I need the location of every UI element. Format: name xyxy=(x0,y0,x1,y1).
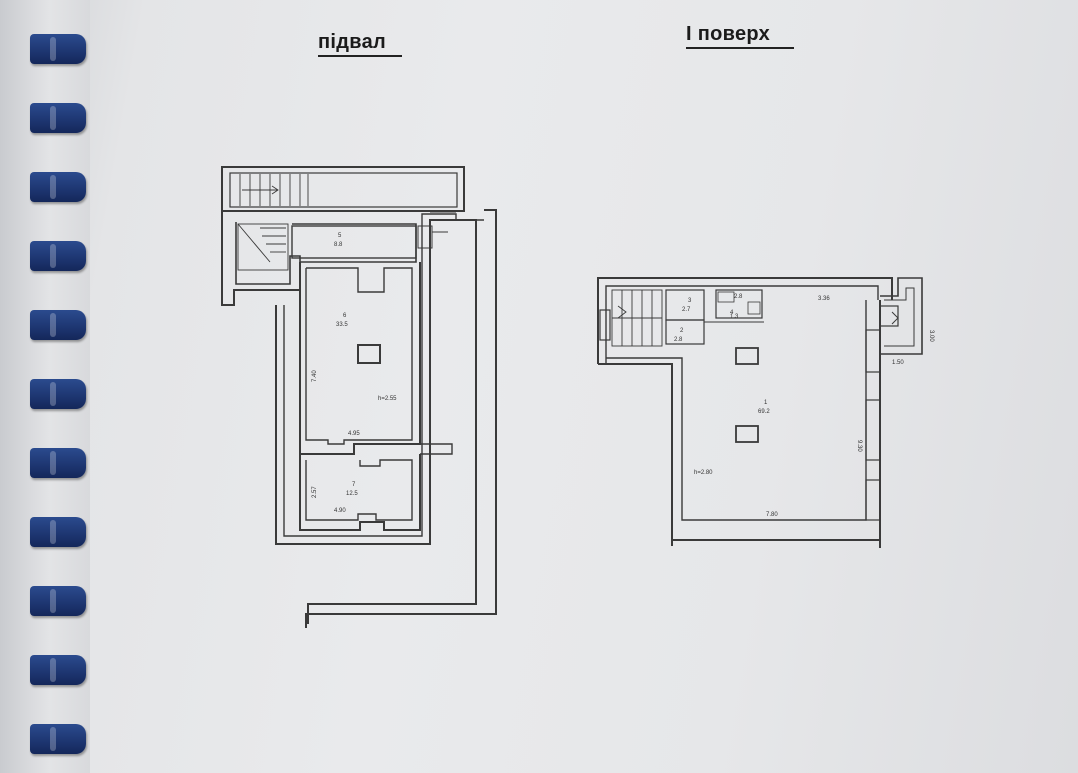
spiral-binding xyxy=(0,0,90,773)
first-floor-labels: 1 69.2 2 2.8 3 2.7 4 1.3 2.8 3.36 9.30 7… xyxy=(674,294,934,518)
floor1-room-2 xyxy=(665,319,705,345)
basement-column xyxy=(357,344,381,364)
basement-labels: 5 8.8 6 33.5 7 12.5 7.40 4.95 4.90 2.57 … xyxy=(312,233,397,514)
binding-ring xyxy=(30,241,86,271)
basement-room-number: 7 xyxy=(352,482,356,488)
binding-ring xyxy=(30,517,86,547)
floor1-window xyxy=(865,329,881,373)
basement-outer-stair-block xyxy=(221,166,465,212)
basement-title-underline xyxy=(318,55,402,57)
basement-room-6-inner xyxy=(305,267,413,445)
floor1-porch-dim-bottom: 1.50 xyxy=(892,360,904,366)
floor1-window xyxy=(599,309,611,341)
basement-foundation-inner xyxy=(283,213,484,537)
floor1-room-number: 3 xyxy=(688,298,692,304)
floor1-window xyxy=(865,479,881,521)
basement-plan xyxy=(221,166,497,628)
floor1-height: h=2.80 xyxy=(694,470,713,476)
basement-dim-width-bottom: 4.90 xyxy=(334,508,346,514)
floor1-room-area: 69.2 xyxy=(758,409,770,415)
floor1-room-number: 4 xyxy=(730,310,734,316)
basement-room-area: 8.8 xyxy=(334,242,343,248)
binding-ring xyxy=(30,103,86,133)
floor1-window xyxy=(865,399,881,461)
basement-outer-wall xyxy=(305,209,497,628)
floor1-porch-dim: 3.00 xyxy=(928,330,934,342)
basement-inner-stair xyxy=(237,223,289,271)
basement-height: h=2.55 xyxy=(378,396,397,402)
basement-room-area: 33.5 xyxy=(336,322,348,328)
floor1-room-area: 1.3 xyxy=(730,314,739,320)
basement-room-number: 5 xyxy=(338,233,342,239)
floor1-dim-top: 3.36 xyxy=(818,296,830,302)
basement-room-number: 6 xyxy=(343,313,347,319)
first-floor-plan xyxy=(597,277,923,548)
floor1-room-area: 2.7 xyxy=(682,307,691,313)
floor1-wall xyxy=(672,300,881,541)
basement-room-7-inner xyxy=(305,459,413,521)
basement-vent xyxy=(417,225,433,249)
basement-dim-length: 7.40 xyxy=(312,370,318,382)
floor1-entry-arrow xyxy=(891,311,899,325)
floor1-stair xyxy=(611,289,663,347)
floor1-room-4 xyxy=(715,289,763,319)
basement-room-area: 12.5 xyxy=(346,491,358,497)
basement-dim-room7: 2.57 xyxy=(312,486,318,498)
binding-ring xyxy=(30,586,86,616)
floor1-sink xyxy=(717,291,735,303)
floor1-column xyxy=(735,425,759,443)
binding-ring xyxy=(30,724,86,754)
first-floor-title-underline xyxy=(686,47,794,49)
binding-ring xyxy=(30,448,86,478)
floor1-entrance-door xyxy=(879,305,899,327)
binding-ring xyxy=(30,34,86,64)
basement-room-7 xyxy=(299,454,421,531)
basement-foundation xyxy=(275,219,477,624)
floor1-porch xyxy=(880,277,923,355)
basement-title: підвал xyxy=(318,31,386,53)
binding-ring xyxy=(30,310,86,340)
binding-ring xyxy=(30,172,86,202)
floor1-wc-area: 2.8 xyxy=(734,294,743,300)
floor1-porch-steps xyxy=(884,287,915,347)
floor1-outer-wall-inner xyxy=(605,285,879,364)
binding-ring xyxy=(30,379,86,409)
binding-ring xyxy=(30,655,86,685)
floor1-room-3 xyxy=(665,289,705,321)
floor1-wall xyxy=(598,363,673,540)
basement-outer-stair-inner xyxy=(229,172,458,208)
floor1-room-number: 2 xyxy=(680,328,684,334)
floor1-outer-wall xyxy=(597,277,893,364)
basement-room-6 xyxy=(299,262,421,455)
floor1-dim-bottom: 7.80 xyxy=(766,512,778,518)
basement-wall xyxy=(221,211,300,306)
floor1-room-1 xyxy=(606,300,867,521)
floor1-column xyxy=(735,347,759,365)
floor1-room-number: 1 xyxy=(764,400,768,406)
basement-dim-width: 4.95 xyxy=(348,431,360,437)
first-floor-title: І поверх xyxy=(686,23,771,45)
basement-niche xyxy=(420,443,453,455)
basement-stair-treads xyxy=(239,174,309,206)
floor1-dim-right: 9.30 xyxy=(856,440,862,452)
floor1-toilet xyxy=(747,301,761,315)
basement-room-5 xyxy=(291,225,417,259)
floor1-room-area: 2.8 xyxy=(674,337,683,343)
